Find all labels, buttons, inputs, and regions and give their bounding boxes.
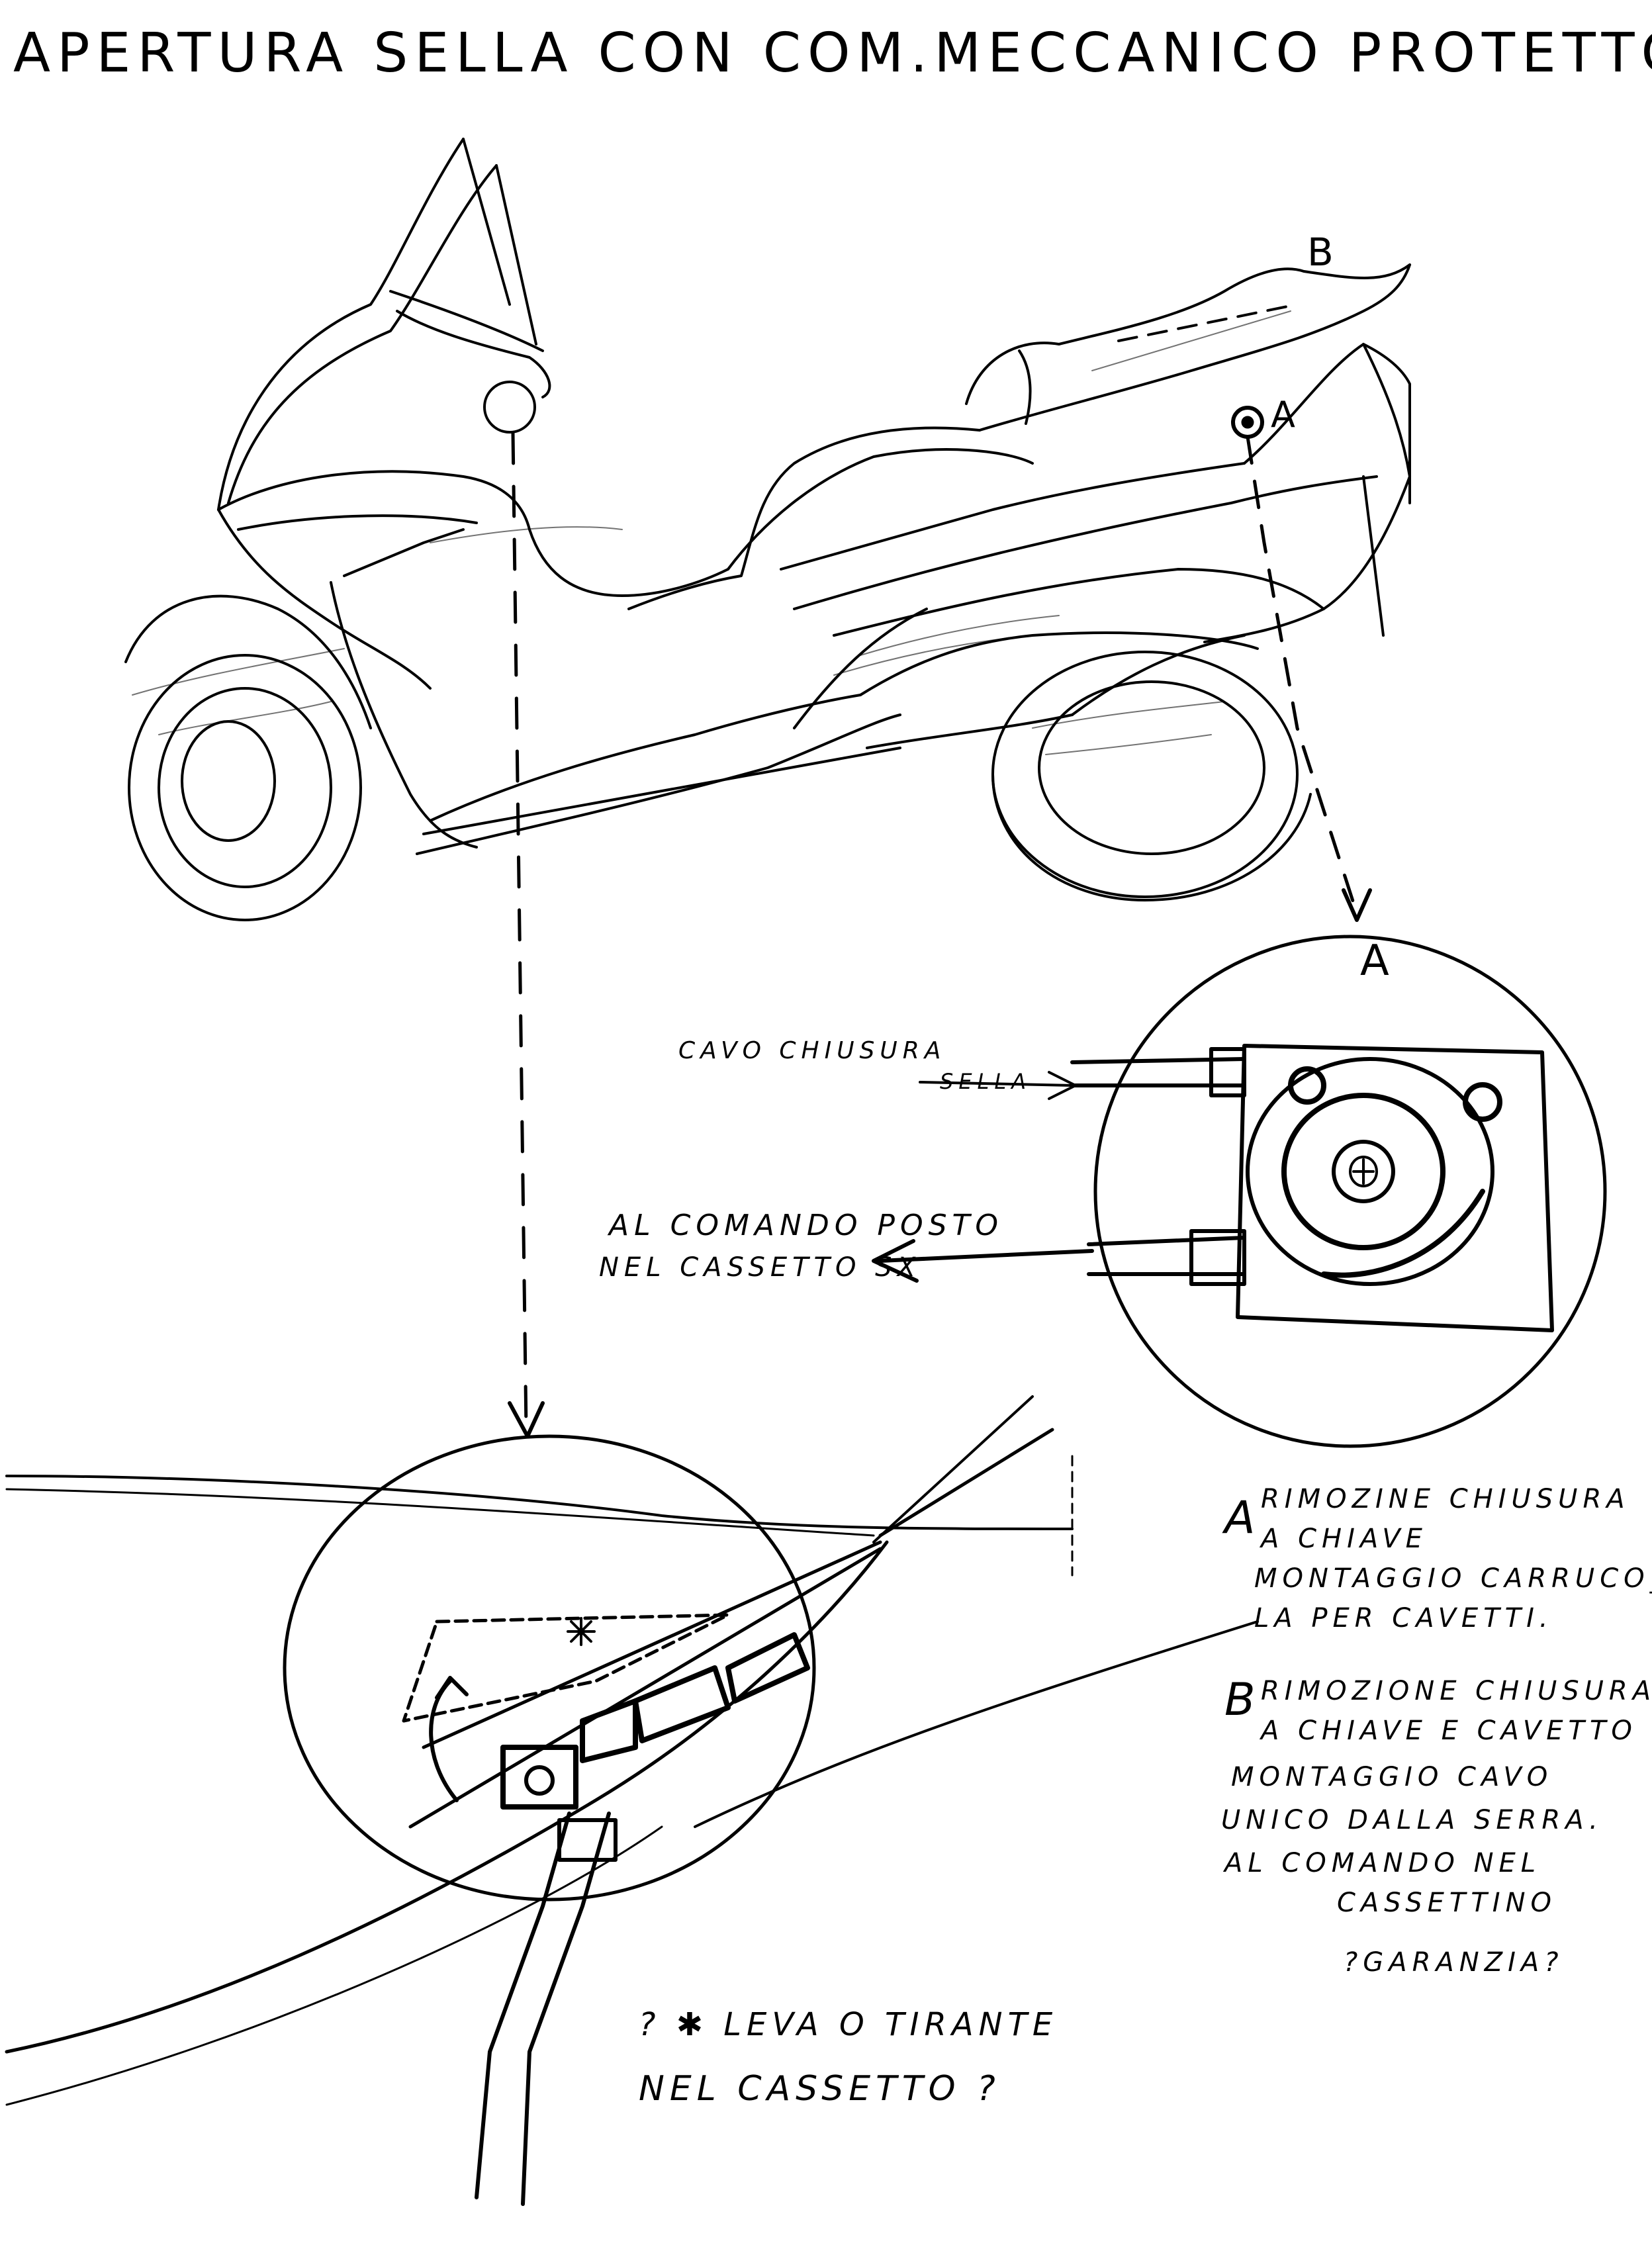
note-b-line6: CASSETTINO <box>1337 1888 1557 1918</box>
leader-lever <box>511 432 528 1432</box>
arrow-to-command-head <box>872 1239 919 1283</box>
leader-a <box>1246 435 1359 915</box>
note-a-line3: MONTAGGIO CARRUCO_ <box>1254 1563 1652 1594</box>
cable-seal-label-line1: CAVO CHIUSURA <box>678 1037 946 1064</box>
note-b-line7: ?GARANZIA? <box>1344 1947 1564 1978</box>
arrow-cable-seal <box>919 1081 1074 1087</box>
leader-b <box>1117 303 1299 342</box>
sketch-hatching <box>132 310 1291 755</box>
note-b-line2: A CHIAVE E CAVETTO <box>1261 1716 1637 1746</box>
bike-label-a: A <box>1271 394 1301 436</box>
detail-circle-a <box>1070 935 1607 1448</box>
page-title: APERTURA SELLA CON COM.MECCANICO PROTETT… <box>13 22 1652 85</box>
lever-note-line2: NEL CASSETTO ? <box>639 2069 1001 2109</box>
to-command-label-line1: AL COMANDO POSTO <box>609 1209 1004 1242</box>
note-a-letter: A <box>1224 1492 1261 1544</box>
detail-circle-lever <box>5 1395 1259 2206</box>
detail-a-label: A <box>1360 937 1395 986</box>
arrowhead-a <box>1342 888 1372 922</box>
marker-lever-bike <box>483 381 536 434</box>
bike-label-b: B <box>1307 230 1339 275</box>
note-a-line4: LA PER CAVETTI. <box>1254 1603 1553 1633</box>
cable-seal-label-line2: SELLA <box>940 1069 1032 1094</box>
note-b-line1: RIMOZIONE CHIUSURA <box>1261 1676 1652 1706</box>
arrow-to-command <box>878 1249 1094 1263</box>
note-b-letter: B <box>1224 1674 1261 1726</box>
note-a-line1: RIMOZINE CHIUSURA <box>1261 1484 1630 1514</box>
note-b-line3: MONTAGGIO CAVO <box>1231 1762 1553 1792</box>
note-a-line2: A CHIAVE <box>1261 1524 1428 1554</box>
note-b-line4: UNICO DALLA SERRA. <box>1221 1805 1604 1835</box>
lever-note-line1: ? ✱ LEVA O TIRANTE <box>639 2006 1058 2043</box>
note-b-line5: AL COMANDO NEL <box>1224 1848 1541 1878</box>
marker-a-dot <box>1241 416 1254 429</box>
arrow-cable-seal-head <box>1048 1071 1077 1100</box>
scooter-outline <box>124 138 1411 921</box>
to-command-label-line2: NEL CASSETTO SX <box>599 1252 921 1283</box>
